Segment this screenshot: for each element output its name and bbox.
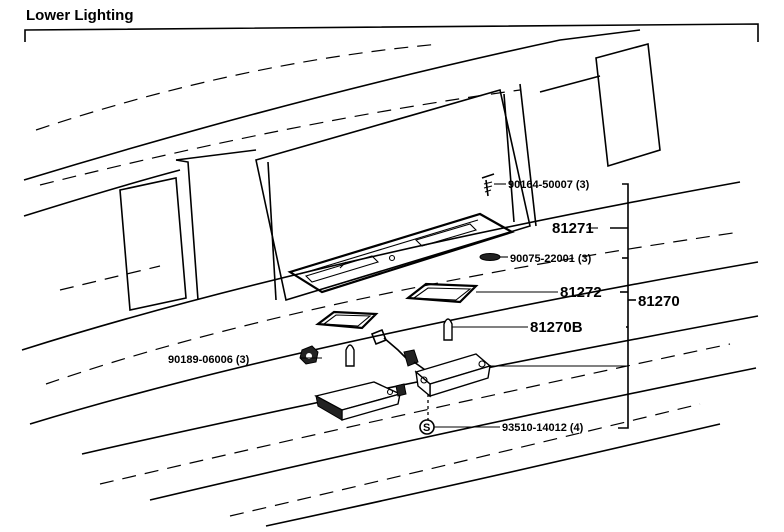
title-bracket xyxy=(24,23,759,42)
lamp-housing-left xyxy=(314,381,407,421)
s-marker-label: S xyxy=(423,422,430,434)
label-90164-50007: 90164-50007 (3) xyxy=(508,179,590,191)
license-recess xyxy=(175,83,537,302)
leader-lines xyxy=(300,183,628,428)
lamp-housing-right xyxy=(414,353,492,398)
label-81270b: 81270B xyxy=(530,319,583,336)
socket-wire xyxy=(370,328,429,373)
label-81271: 81271 xyxy=(552,220,594,237)
diagram-title: Lower Lighting xyxy=(26,7,134,24)
washer-90075-icon xyxy=(479,253,501,261)
right-panel-window xyxy=(539,42,661,168)
label-90075-22001: 90075-22001 (3) xyxy=(510,253,592,265)
gasket-left xyxy=(315,310,379,330)
label-90189-06006: 90189-06006 (3) xyxy=(168,354,250,366)
gasket-81272 xyxy=(405,282,479,304)
assembly-bracket xyxy=(610,183,636,429)
lens-top-81271 xyxy=(287,212,515,294)
part-labels: 90164-50007 (3) 81271 90075-22001 (3) 81… xyxy=(168,179,680,434)
label-81270: 81270 xyxy=(638,293,680,310)
label-81272: 81272 xyxy=(560,284,602,301)
bulb-81270b-icon xyxy=(345,318,453,367)
grommet-90189-icon xyxy=(299,345,319,365)
label-93510-14012: 93510-14012 (4) xyxy=(502,422,584,434)
body-panel-lines xyxy=(21,29,759,527)
screw-90164-icon xyxy=(481,173,495,197)
left-panel-window xyxy=(119,159,199,311)
s-marker: S xyxy=(419,419,435,435)
